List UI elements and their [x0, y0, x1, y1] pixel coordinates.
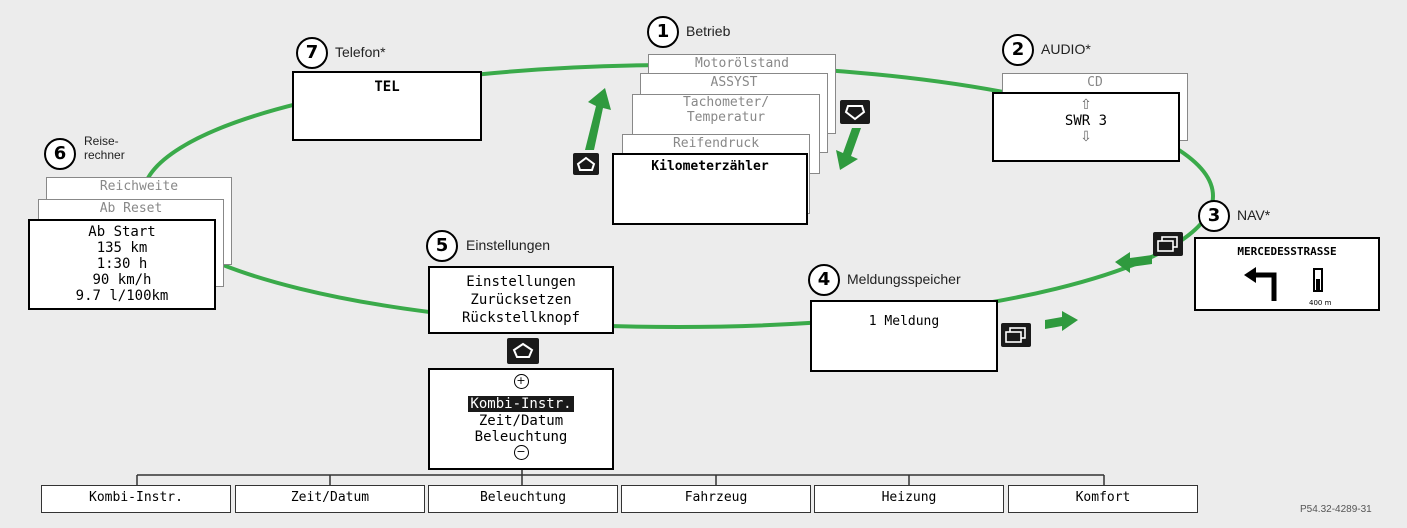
betrieb-item-assyst: ASSYST [710, 75, 758, 90]
audio-label: AUDIO* [1041, 41, 1091, 57]
reise-line-1: Ab Start [88, 224, 156, 240]
section-number-7: 7 [296, 37, 328, 69]
betrieb-item-kilometerzaehler: Kilometerzähler [651, 159, 769, 174]
up-arrow [585, 88, 611, 150]
tab-fahrzeug[interactable]: Fahrzeug [621, 485, 811, 513]
einstellungen-label: Einstellungen [466, 237, 551, 253]
reise-display: Ab Start 135 km 1:30 h 90 km/h 9.7 l/100… [28, 219, 216, 310]
submenu-item-beleuchtung[interactable]: Beleuchtung [474, 429, 568, 445]
nav-display: MERCEDESSTRASSE 400 m [1194, 237, 1380, 311]
tab-kombi-instr[interactable]: Kombi-Instr. [41, 485, 231, 513]
meldung-text: 1 Meldung [868, 314, 940, 329]
betrieb-item-motoroel: Motorölstand [695, 56, 789, 71]
reise-line-3: 1:30 h [96, 256, 148, 272]
tab-heizung[interactable]: Heizung [814, 485, 1004, 513]
nav-street: MERCEDESSTRASSE [1237, 245, 1337, 258]
section-number-5: 5 [426, 230, 458, 262]
section-number-3: 3 [1198, 200, 1230, 232]
einstellungen-submenu: + Kombi-Instr. Zeit/Datum Beleuchtung − [428, 368, 614, 470]
submenu-selected-item[interactable]: Kombi-Instr. [468, 396, 574, 412]
audio-station: SWR 3 [1064, 113, 1108, 129]
nav-distance: 400 m [1309, 299, 1332, 307]
down-arrow [836, 128, 861, 170]
reise-label-line-2: rechner [84, 148, 125, 162]
nav-label: NAV* [1237, 207, 1271, 223]
meldung-window-button-icon[interactable] [1001, 323, 1031, 347]
reise-line-4: 90 km/h [92, 272, 152, 288]
figure-code: P54.32-4289-31 [1300, 504, 1372, 515]
minus-icon: − [513, 445, 529, 460]
telefon-label: Telefon* [335, 44, 386, 60]
left-arrow [1115, 252, 1152, 273]
plus-icon: + [513, 374, 529, 389]
meldung-label: Meldungsspeicher [847, 271, 961, 287]
down-button-icon[interactable] [840, 100, 870, 124]
section-number-4: 4 [808, 264, 840, 296]
einstellungen-line-1: Einstellungen [466, 274, 576, 290]
reise-line-5: 9.7 l/100km [75, 288, 169, 304]
einstellungen-line-3: Rückstellknopf [461, 310, 580, 326]
section-number-2: 2 [1002, 34, 1034, 66]
betrieb-item-reifendruck: Reifendruck [672, 136, 760, 151]
arrow-up-icon: ⇧ [1080, 97, 1092, 113]
reise-label: Reise- rechner [84, 134, 125, 162]
reise-item-reset: Ab Reset [99, 201, 163, 216]
turn-left-icon [1244, 267, 1323, 301]
einstellungen-display: Einstellungen Zurücksetzen Rückstellknop… [428, 266, 614, 334]
section-number-6: 6 [44, 138, 76, 170]
tab-beleuchtung[interactable]: Beleuchtung [428, 485, 618, 513]
telefon-text: TEL [374, 79, 400, 95]
section-number-1: 1 [647, 16, 679, 48]
betrieb-item-tachometer: Tachometer/ [682, 95, 770, 110]
betrieb-label: Betrieb [686, 23, 731, 39]
reise-label-line-1: Reise- [84, 134, 119, 148]
audio-item-cd: CD [1087, 75, 1103, 90]
right-arrow [1045, 311, 1078, 331]
nav-window-button-icon[interactable] [1153, 232, 1183, 256]
settings-button-icon[interactable] [507, 338, 539, 364]
audio-display: ⇧ SWR 3 ⇩ [992, 92, 1180, 162]
meldung-display: 1 Meldung [810, 300, 998, 372]
reise-item-reichweite: Reichweite [99, 179, 179, 194]
betrieb-item-temperatur: Temperatur [686, 110, 766, 125]
tab-zeit-datum[interactable]: Zeit/Datum [235, 485, 425, 513]
telefon-display: TEL [292, 71, 482, 141]
submenu-item-zeit[interactable]: Zeit/Datum [478, 413, 564, 429]
arrow-down-icon: ⇩ [1080, 129, 1092, 145]
einstellungen-line-2: Zurücksetzen [470, 292, 572, 308]
reise-line-2: 135 km [96, 240, 148, 256]
tab-komfort[interactable]: Komfort [1008, 485, 1198, 513]
betrieb-display: Kilometerzähler [612, 153, 808, 225]
up-button-icon[interactable] [573, 153, 599, 175]
